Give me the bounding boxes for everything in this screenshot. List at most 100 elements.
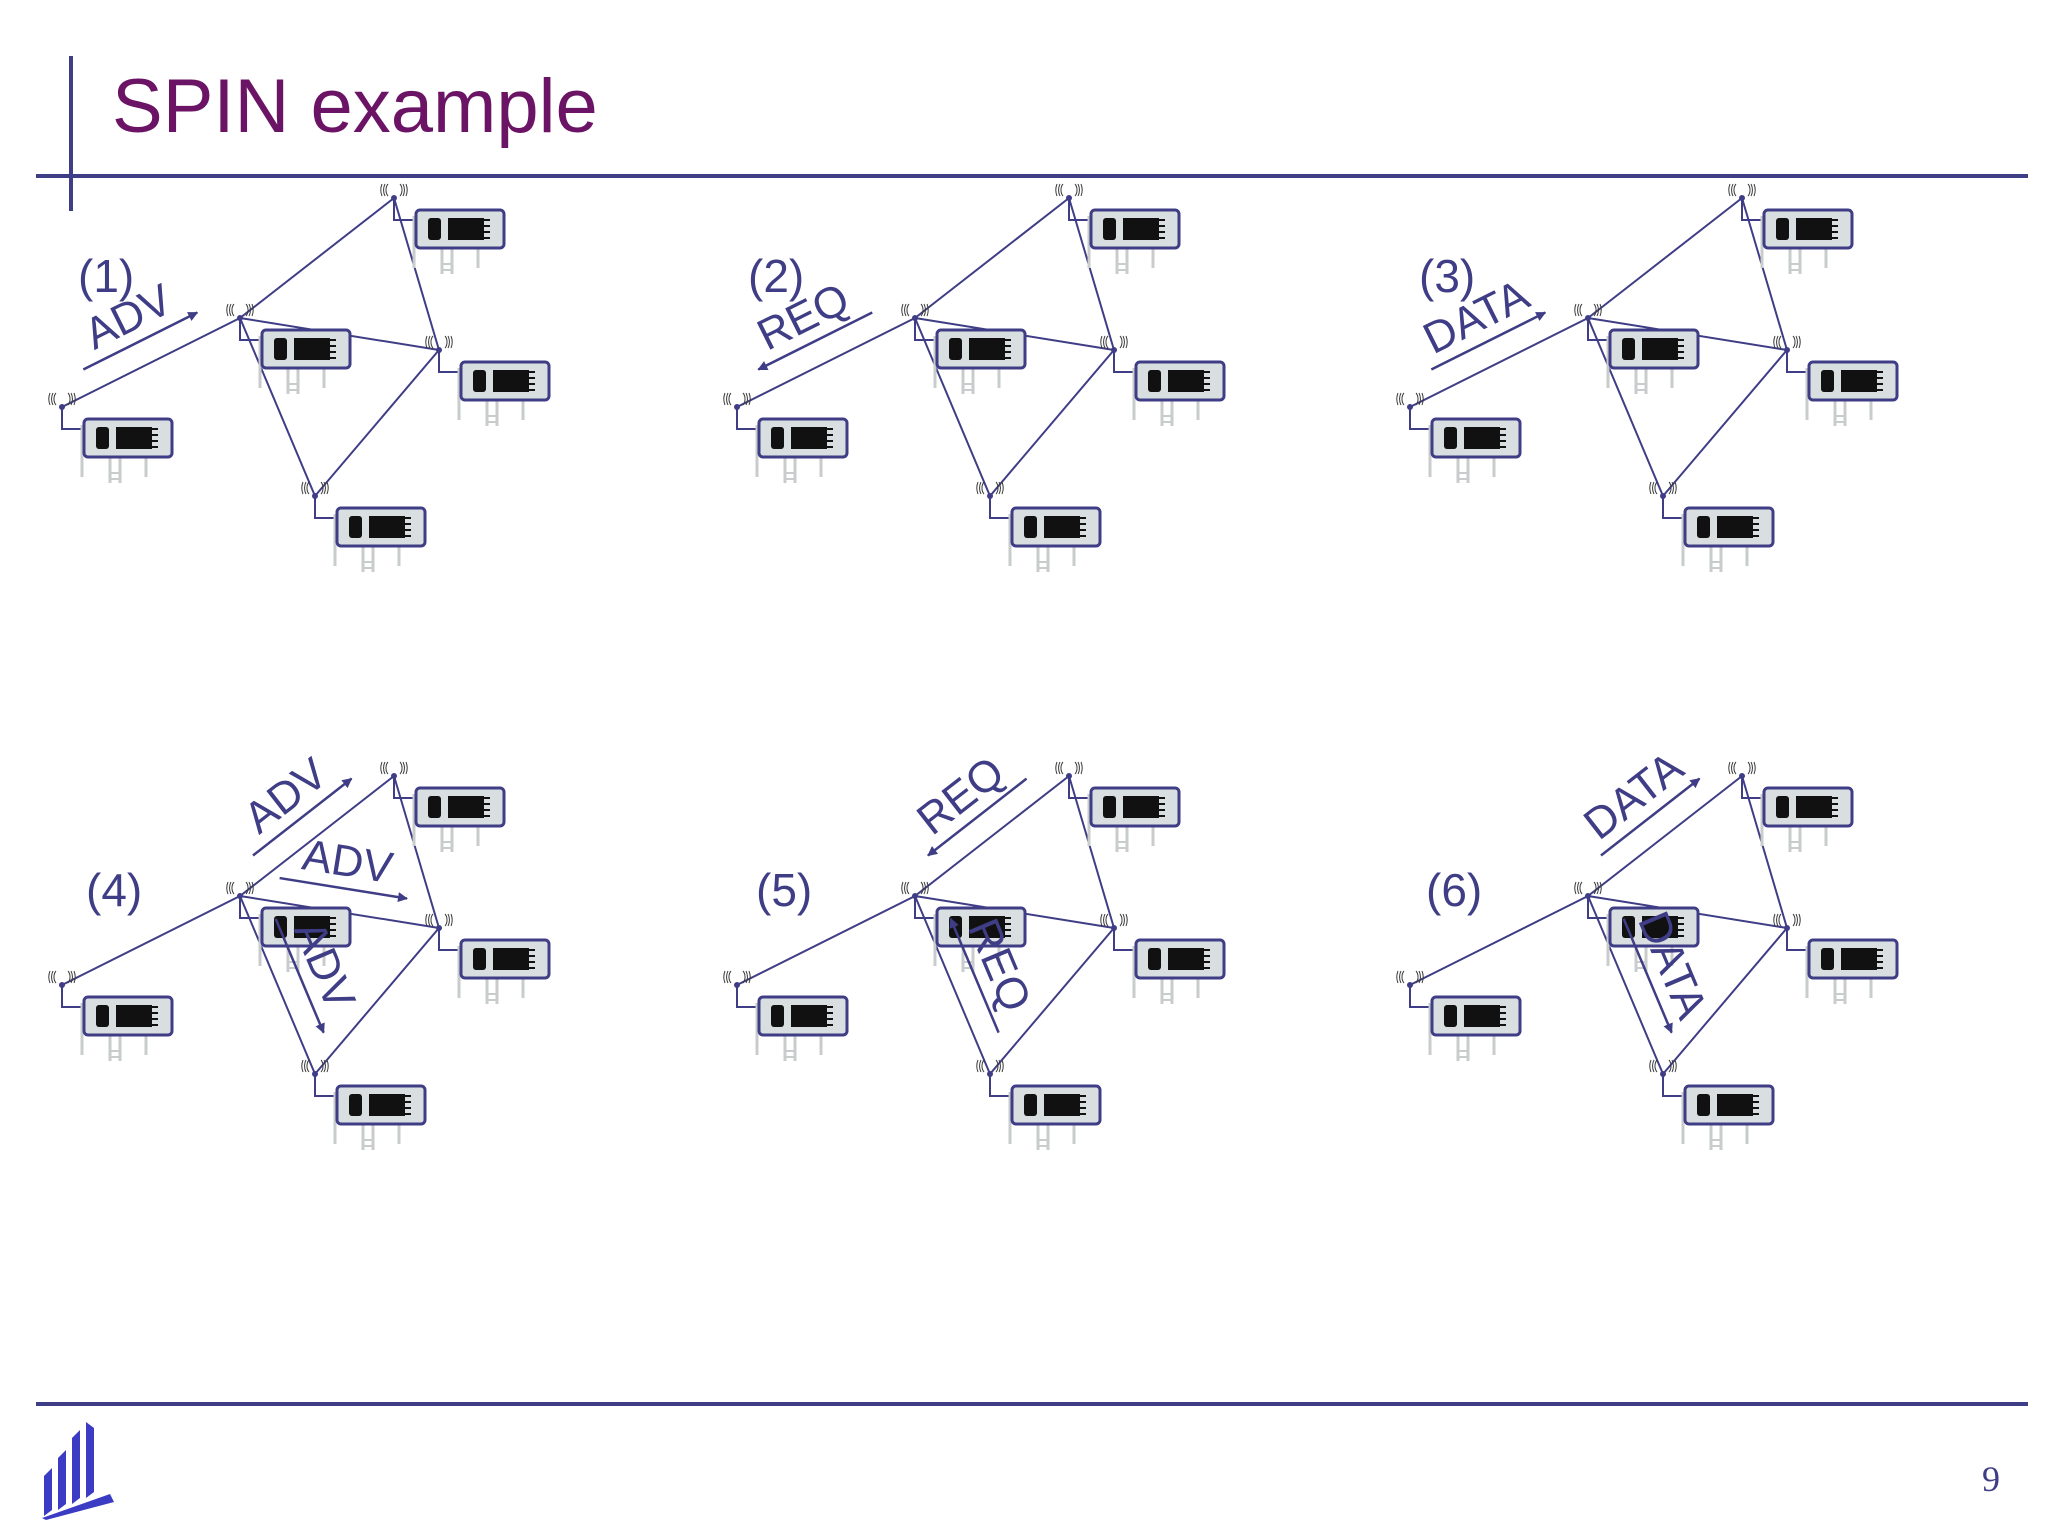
sensor-node-b <box>933 328 1027 394</box>
network-link <box>1741 775 1788 929</box>
sensor-connector <box>314 496 337 519</box>
antenna-icon <box>1649 481 1677 499</box>
sensor-connector <box>61 407 84 430</box>
sensor-node-d <box>457 938 551 1004</box>
network-link <box>914 895 991 1075</box>
antenna-icon <box>901 303 929 321</box>
network-link <box>1587 775 1743 897</box>
antenna-icon <box>301 1059 329 1077</box>
antenna-icon <box>48 392 76 410</box>
panel-2: (2)REQ <box>723 183 1226 572</box>
message-arrow <box>82 311 199 371</box>
panel-label: (2) <box>748 250 804 302</box>
sensor-connector <box>989 1074 1012 1097</box>
sensor-node-d <box>1132 360 1226 426</box>
sensor-node-a <box>80 995 174 1061</box>
sensor-node-e <box>1681 1084 1775 1150</box>
sensor-node-e <box>1008 506 1102 572</box>
sensor-node-d <box>1805 938 1899 1004</box>
sensor-connector <box>239 896 262 919</box>
message-arrow <box>274 918 325 1034</box>
sensor-node-e <box>1008 1084 1102 1150</box>
network-link <box>989 349 1115 497</box>
sensor-node-c <box>1760 208 1854 274</box>
message-arrow <box>757 311 873 371</box>
page-number: 9 <box>1982 1459 2000 1499</box>
sensor-connector <box>1741 198 1764 221</box>
antenna-icon <box>1574 881 1602 899</box>
message-arrow <box>1600 777 1701 857</box>
sensor-connector <box>1409 407 1432 430</box>
antenna-icon <box>1100 913 1128 931</box>
sensor-connector <box>1786 350 1809 373</box>
antenna-icon <box>1396 970 1424 988</box>
network-link <box>393 197 440 351</box>
antenna-icon <box>226 881 254 899</box>
network-link <box>914 317 991 497</box>
sensor-node-a <box>1428 995 1522 1061</box>
sensor-node-c <box>412 786 506 852</box>
sensor-connector <box>736 407 759 430</box>
slide-title: SPIN example <box>112 64 598 149</box>
sensor-connector <box>239 318 262 341</box>
antenna-icon <box>723 392 751 410</box>
sensor-connector <box>314 1074 337 1097</box>
network-link <box>239 775 395 897</box>
network-link <box>1409 895 1589 986</box>
network-link <box>239 197 395 319</box>
sensor-node-a <box>755 995 849 1061</box>
antenna-icon <box>1055 761 1083 779</box>
antenna-icon <box>1055 183 1083 201</box>
antenna-icon <box>425 913 453 931</box>
network-link <box>1587 317 1664 497</box>
sensor-node-c <box>1760 786 1854 852</box>
sensor-connector <box>989 496 1012 519</box>
message-arrow <box>1622 918 1673 1034</box>
antenna-icon <box>976 1059 1004 1077</box>
title-accent-bar <box>69 56 73 211</box>
message-arrow <box>927 777 1028 857</box>
sensor-connector <box>61 985 84 1008</box>
network-link <box>61 895 241 986</box>
sensor-node-a <box>755 417 849 483</box>
antenna-icon <box>425 335 453 353</box>
antenna-icon <box>380 183 408 201</box>
antenna-icon <box>1773 335 1801 353</box>
message-arrow <box>279 876 408 903</box>
message-label: DATA <box>1628 905 1716 1027</box>
panel-label: (6) <box>1426 864 1482 916</box>
antenna-icon <box>1728 183 1756 201</box>
sensor-node-e <box>1681 506 1775 572</box>
sensor-connector <box>1786 928 1809 951</box>
network-link <box>1409 317 1589 408</box>
network-link <box>914 775 1070 897</box>
network-link <box>1587 197 1743 319</box>
network-link <box>1662 349 1788 497</box>
sensor-connector <box>914 896 937 919</box>
sensor-connector <box>1068 776 1091 799</box>
sensor-connector <box>1409 985 1432 1008</box>
sensor-connector <box>1587 318 1610 341</box>
footer-rule <box>36 1402 2028 1406</box>
sensor-node-c <box>1087 786 1181 852</box>
sensor-connector <box>1113 928 1136 951</box>
network-link <box>1068 197 1115 351</box>
network-link <box>736 895 916 986</box>
sensor-node-d <box>1132 938 1226 1004</box>
sensor-node-d <box>457 360 551 426</box>
sensor-node-a <box>1428 417 1522 483</box>
sensor-connector <box>736 985 759 1008</box>
antenna-icon <box>723 970 751 988</box>
message-arrow <box>1430 311 1547 371</box>
network-link <box>61 317 241 408</box>
sensor-connector <box>914 318 937 341</box>
panel-label: (1) <box>78 250 134 302</box>
sensor-connector <box>1662 496 1685 519</box>
sensor-node-e <box>333 506 427 572</box>
message-arrow <box>252 777 353 857</box>
panel-1: (1)ADV <box>48 183 551 572</box>
network-link <box>1068 775 1115 929</box>
university-logo <box>42 1422 114 1520</box>
